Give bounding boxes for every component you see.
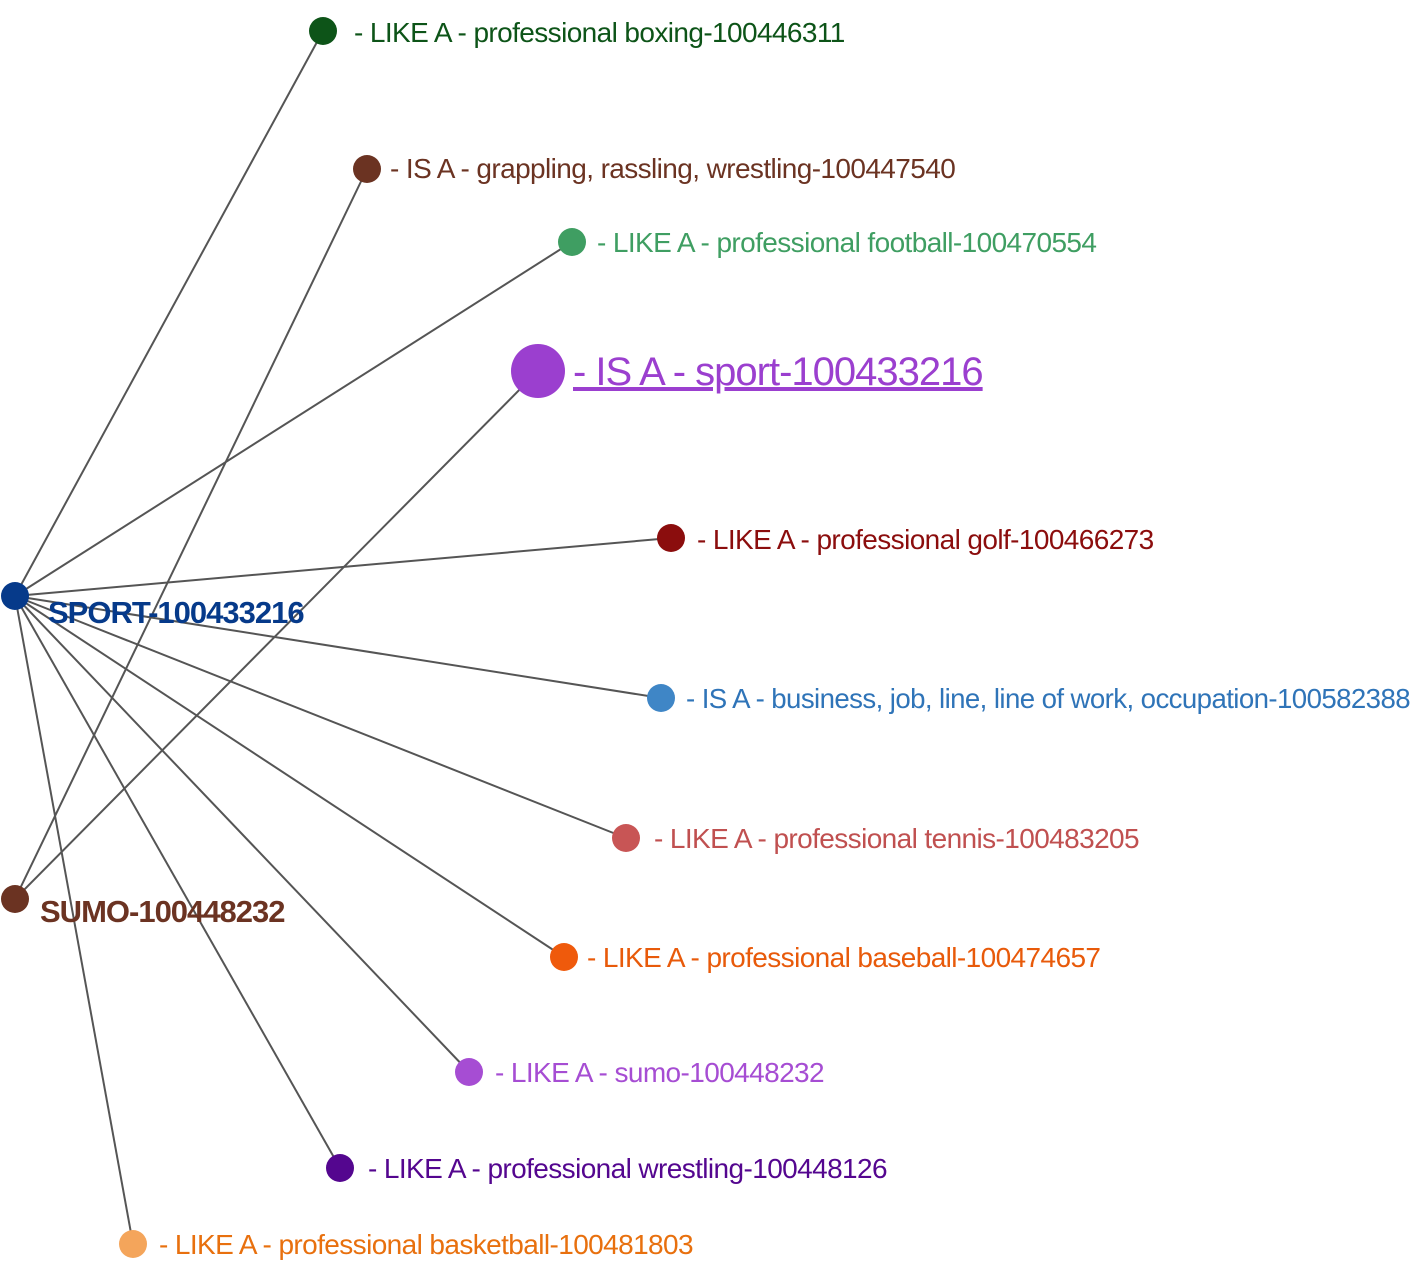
node-label-basketball: - LIKE A - professional basketball-10048… — [159, 1229, 693, 1260]
edge-sport-to-tennis — [14, 595, 627, 839]
node-label-football: - LIKE A - professional football-1004705… — [597, 227, 1096, 258]
node-sumo-hub[interactable] — [1, 885, 29, 913]
edge-sport-to-occupation — [14, 595, 662, 699]
node-label-tennis: - LIKE A - professional tennis-100483205 — [654, 823, 1139, 854]
node-label-occupation: - IS A - business, job, line, line of wo… — [686, 683, 1410, 714]
node-sumo-leaf[interactable] — [455, 1058, 483, 1086]
node-tennis[interactable] — [612, 824, 640, 852]
edge-sport-to-football — [14, 241, 573, 597]
edge-sport-to-boxing — [14, 30, 324, 597]
node-golf[interactable] — [657, 524, 685, 552]
edge-sumo-hub-to-sport-isa — [14, 370, 539, 900]
edge-sport-to-sumo-leaf — [14, 595, 470, 1073]
node-football[interactable] — [558, 228, 586, 256]
edge-sport-to-pro-wrestling — [14, 595, 341, 1169]
edge-sumo-hub-to-wrestling — [14, 168, 368, 900]
edge-sport-to-basketball — [14, 595, 134, 1245]
node-pro-wrestling[interactable] — [326, 1154, 354, 1182]
node-label-pro-wrestling: - LIKE A - professional wrestling-100448… — [368, 1153, 887, 1184]
edges-layer — [14, 30, 672, 1245]
node-label-sumo-hub: SUMO-100448232 — [40, 894, 285, 929]
node-wrestling[interactable] — [353, 155, 381, 183]
node-label-boxing: - LIKE A - professional boxing-100446311 — [354, 17, 845, 48]
nodes-layer — [1, 17, 685, 1258]
node-baseball[interactable] — [550, 943, 578, 971]
node-sport-isa[interactable] — [511, 344, 565, 398]
node-label-baseball: - LIKE A - professional baseball-1004746… — [587, 942, 1100, 973]
node-sport[interactable] — [1, 582, 29, 610]
node-label-sport-isa[interactable]: - IS A - sport-100433216 — [573, 350, 984, 394]
edge-sport-to-baseball — [14, 595, 565, 958]
node-occupation[interactable] — [647, 684, 675, 712]
node-label-wrestling: - IS A - grappling, rassling, wrestling-… — [390, 153, 955, 184]
node-label-sport: SPORT-100433216 — [48, 595, 304, 630]
node-label-golf: - LIKE A - professional golf-100466273 — [697, 524, 1154, 555]
node-label-sumo-leaf: - LIKE A - sumo-100448232 — [495, 1057, 824, 1088]
node-boxing[interactable] — [309, 17, 337, 45]
node-basketball[interactable] — [119, 1230, 147, 1258]
